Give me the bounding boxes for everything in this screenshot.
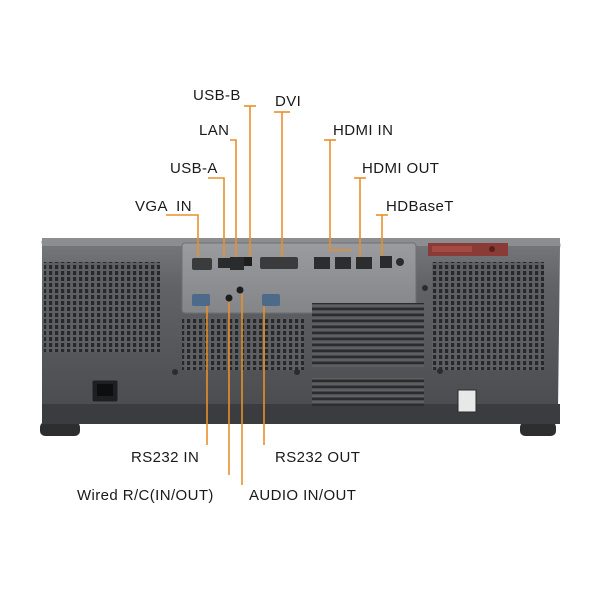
lower-vent-grille (312, 378, 424, 406)
label-wired-rc: Wired R/C(IN/OUT) (77, 487, 214, 504)
wired-rc-port (225, 294, 233, 302)
lan-port (230, 257, 244, 270)
right-vent-grille (432, 262, 544, 370)
power-led (396, 258, 404, 266)
label-audio: AUDIO IN/OUT (249, 487, 357, 504)
label-usb-b: USB-B (193, 87, 241, 104)
hdmi-in-port-2 (335, 257, 351, 269)
label-usb-a: USB-A (170, 160, 218, 177)
label-hdmi-out: HDMI OUT (362, 160, 440, 177)
label-vga-in: VGA IN (135, 198, 192, 215)
usb-b-port (244, 257, 252, 266)
left-vent-grille (44, 262, 160, 352)
connector-panel (181, 242, 417, 314)
hdmi-out-port (356, 257, 372, 269)
label-rs232-in: RS232 IN (131, 449, 200, 466)
left-foot (40, 422, 80, 436)
audio-port (236, 286, 244, 294)
label-hdmi-in: HDMI IN (333, 122, 394, 139)
leader-lines (166, 106, 383, 485)
usb-a-port (218, 258, 230, 268)
dvi-port (260, 257, 298, 269)
left-lower-grille (182, 318, 304, 370)
right-foot (520, 422, 556, 436)
rs232-out-port (262, 294, 280, 306)
leader-ticks (244, 105, 388, 216)
label-rs232-out: RS232 OUT (275, 449, 361, 466)
label-dvi: DVI (275, 93, 302, 110)
hdbaset-port (380, 256, 392, 268)
hdmi-in-port-1 (314, 257, 330, 269)
security-slot (457, 389, 477, 413)
label-lan: LAN (199, 122, 230, 139)
rs232-in-port (192, 294, 210, 306)
vga-in-port (192, 258, 212, 270)
center-vent-grille (312, 303, 424, 367)
label-hdbaset: HDBaseT (386, 198, 454, 215)
